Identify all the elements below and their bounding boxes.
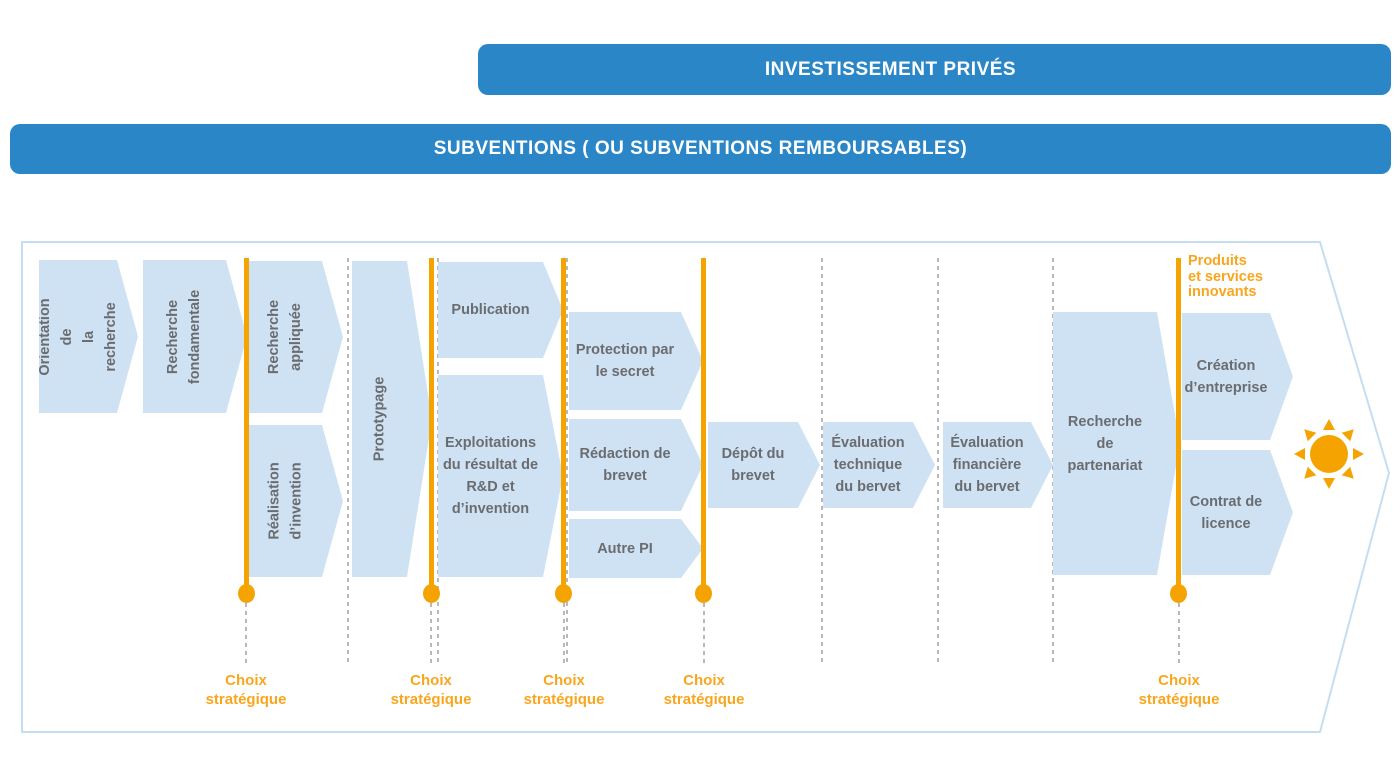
step-label: Dépôt du brevet <box>721 446 785 484</box>
step-label: Contrat de licence <box>1189 493 1263 532</box>
step-depot-du-brevet: Dépôt du brevet <box>708 422 820 508</box>
step-exploitations-du-resultat: Exploitations du résultat de R&D et d’in… <box>438 375 563 577</box>
step-label: Évaluation technique du bervet <box>831 435 905 495</box>
choice-dashed-line <box>563 603 565 663</box>
banner-subventions-label: SUBVENTIONS ( OU SUBVENTIONS REMBOURSABL… <box>433 138 968 159</box>
step-protection-par-le-secret: Protection par le secret <box>569 312 703 410</box>
strategic-choice-line <box>429 258 434 586</box>
strategic-choice-label: Choix stratégique <box>390 672 472 708</box>
stage-divider-line <box>347 258 349 663</box>
outcome-produits-services-innovants: Produits et services innovants <box>1188 253 1263 300</box>
step-redaction-de-brevet: Rédaction de brevet <box>569 419 703 511</box>
stage-divider-line <box>821 258 823 663</box>
step-evaluation-financiere: Évaluation financière du bervet <box>943 422 1053 508</box>
choice-dashed-line <box>430 603 432 663</box>
step-autre-pi: Autre PI <box>569 519 703 578</box>
step-label: Autre PI <box>597 540 653 557</box>
strategic-choice-line <box>244 258 249 586</box>
strategic-choice-line <box>701 258 706 586</box>
step-label: Orientation de la recherche <box>37 297 119 376</box>
stage-divider-line <box>937 258 939 663</box>
step-recherche-appliquee: Recherche appliquée <box>249 261 343 413</box>
step-label: Exploitations du résultat de R&D et d’in… <box>442 435 539 517</box>
step-realisation-d-invention: Réalisation d’invention <box>249 425 343 577</box>
step-creation-d-entreprise: Création d’entreprise <box>1182 313 1293 440</box>
step-label: Rédaction de brevet <box>579 446 671 484</box>
step-recherche-fondamentale: Recherche fondamentale <box>143 260 247 413</box>
strategic-choice-dot <box>1170 584 1187 603</box>
step-publication: Publication <box>438 262 563 358</box>
strategic-choice-label: Choix stratégique <box>205 672 287 708</box>
strategic-choice-dot <box>555 584 572 603</box>
strategic-choice-label: Choix stratégique <box>663 672 745 708</box>
strategic-choice-dot <box>695 584 712 603</box>
sun-icon <box>1294 419 1364 489</box>
step-label: Publication <box>451 302 530 318</box>
strategic-choice-line <box>561 258 566 586</box>
step-label: Prototypage <box>371 376 388 462</box>
step-label: Évaluation financière du bervet <box>950 435 1024 495</box>
banner-subventions: SUBVENTIONS ( OU SUBVENTIONS REMBOURSABL… <box>10 124 1391 174</box>
step-recherche-de-partenariat: Recherche de partenariat <box>1053 312 1180 575</box>
step-label: Création d’entreprise <box>1184 357 1268 396</box>
strategic-choice-dot <box>423 584 440 603</box>
step-prototypage: Prototypage <box>352 261 432 577</box>
choice-dashed-line <box>245 603 247 663</box>
banner-investissement-prives-label: INVESTISSEMENT PRIVÉS <box>764 58 1017 80</box>
strategic-choice-label: Choix stratégique <box>523 672 605 708</box>
step-label: Recherche fondamentale <box>165 289 204 384</box>
step-evaluation-technique: Évaluation technique du bervet <box>823 422 935 508</box>
strategic-choice-line <box>1176 258 1181 586</box>
strategic-choice-label: Choix stratégique <box>1138 672 1220 708</box>
step-orientation-de-la-recherche: Orientation de la recherche <box>39 260 138 413</box>
step-label: Protection par le secret <box>575 342 675 380</box>
choice-dashed-line <box>703 603 705 663</box>
step-label: Recherche de partenariat <box>1067 413 1143 474</box>
strategic-choice-dot <box>238 584 255 603</box>
choice-dashed-line <box>1178 603 1180 663</box>
step-label: Réalisation d’invention <box>266 462 305 540</box>
step-label: Recherche appliquée <box>266 299 305 375</box>
step-contrat-de-licence: Contrat de licence <box>1182 450 1293 575</box>
banner-investissement-prives: INVESTISSEMENT PRIVÉS <box>478 44 1391 95</box>
